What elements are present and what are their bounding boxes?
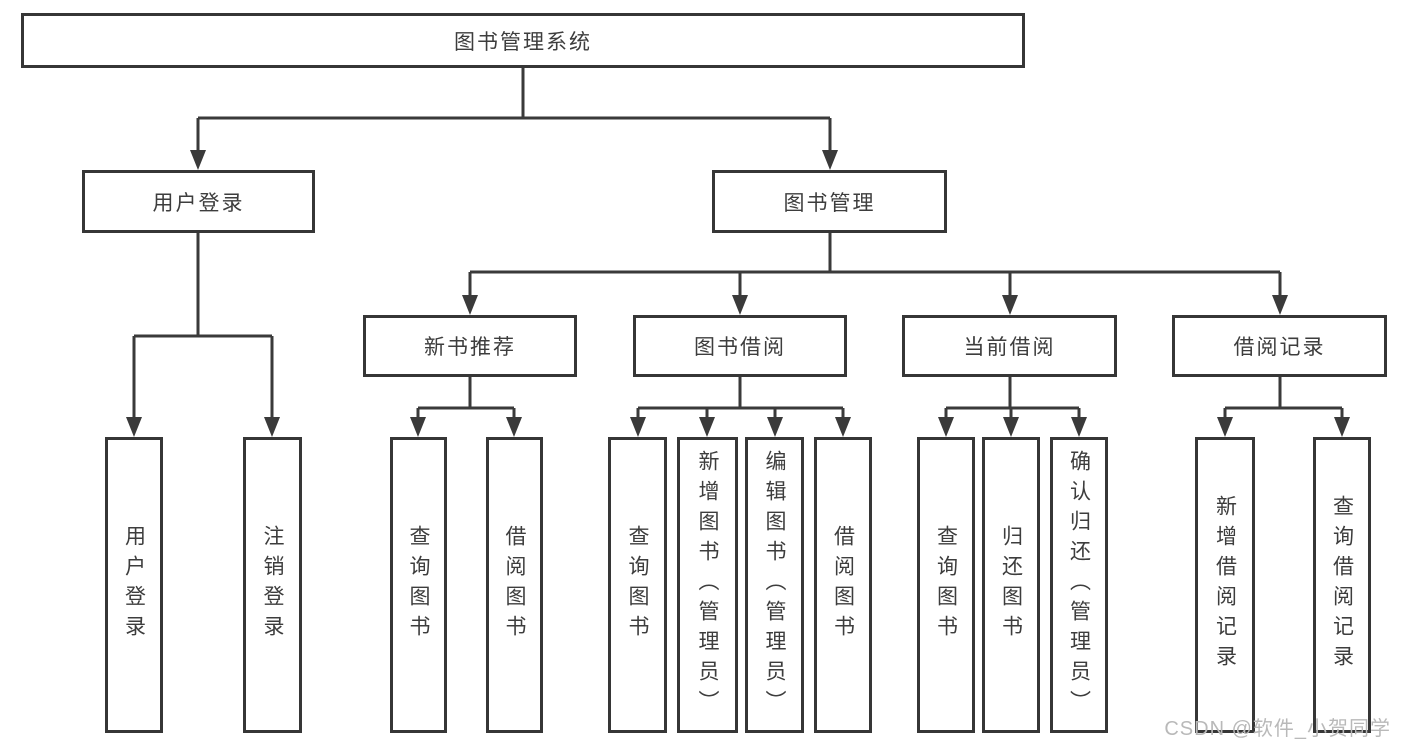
node-book-borrowing: 图书借阅 [633,315,847,377]
node-leaf-borrow-book-recommend: 借阅图书 [486,437,543,733]
node-new-book-recommend: 新书推荐 [363,315,577,377]
node-leaf-borrow-book: 借阅图书 [814,437,872,733]
node-leaf-edit-book-admin: 编辑图书（管理员） [745,437,804,733]
node-leaf-query-book-recommend: 查询图书 [390,437,447,733]
node-leaf-add-book-admin: 新增图书（管理员） [677,437,738,733]
node-root-system: 图书管理系统 [21,13,1025,68]
node-book-management-module: 图书管理 [712,170,947,233]
node-leaf-query-borrow-record: 查询借阅记录 [1313,437,1371,733]
node-borrowing-records: 借阅记录 [1172,315,1387,377]
csdn-watermark: CSDN @软件_小贺同学 [1164,718,1391,740]
node-current-borrowing: 当前借阅 [902,315,1117,377]
node-leaf-user-login: 用户登录 [105,437,163,733]
node-leaf-logout: 注销登录 [243,437,302,733]
node-leaf-confirm-return-admin: 确认归还（管理员） [1050,437,1108,733]
node-leaf-add-borrow-record: 新增借阅记录 [1195,437,1255,733]
node-leaf-query-book-borrowing: 查询图书 [608,437,667,733]
node-user-login-module: 用户登录 [82,170,315,233]
arrowheads [126,150,1350,437]
node-leaf-query-book-current: 查询图书 [917,437,975,733]
node-leaf-return-book: 归还图书 [982,437,1040,733]
